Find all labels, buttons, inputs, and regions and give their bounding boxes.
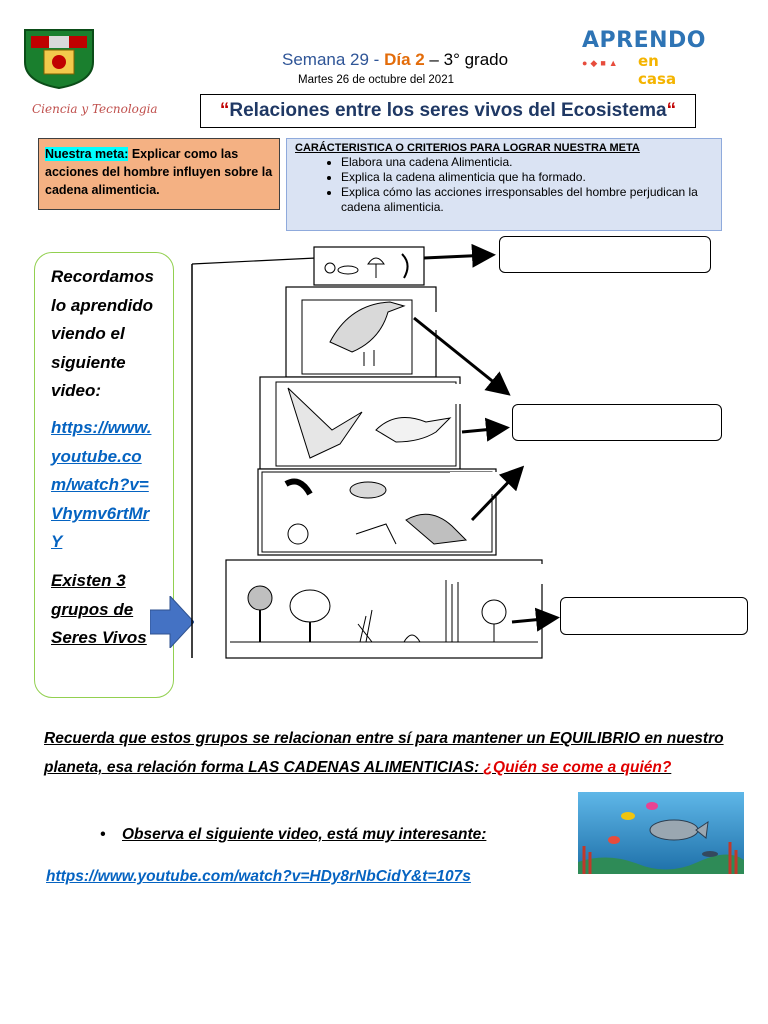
decomposers-strip xyxy=(314,247,424,285)
goal-label: Nuestra meta: xyxy=(45,147,128,161)
answer-box-decomposers[interactable] xyxy=(499,236,711,273)
day-label: Día 2 xyxy=(384,50,425,69)
criteria-item: Explica la cadena alimenticia que ha for… xyxy=(341,170,713,185)
criteria-item: Elabora una cadena Alimenticia. xyxy=(341,155,713,170)
criteria-item: Explica cómo las acciones irresponsables… xyxy=(341,185,713,215)
grade-label: 3° grado xyxy=(444,50,508,69)
food-pyramid-diagram xyxy=(190,244,550,660)
observe-line: •Observa el siguiente video, está muy in… xyxy=(100,826,486,844)
logo-dots-icon: ●◆■▲ xyxy=(582,58,621,69)
date-text: Martes 26 de octubre del 2021 xyxy=(298,74,454,86)
subject-label: Ciencia y Tecnologia xyxy=(32,102,158,116)
tertiary-consumer-level xyxy=(286,287,436,377)
groups-text: Existen 3 grupos de Seres Vivos xyxy=(51,567,155,653)
page-title: “Relaciones entre los seres vivos del Ec… xyxy=(200,94,696,128)
video-link-2[interactable]: https://www.youtube.com/watch?v=HDy8rNbC… xyxy=(46,868,471,886)
week-day-grade: Semana 29 - Día 2 – 3° grado xyxy=(282,50,508,70)
observe-text: Observa el siguiente video, está muy int… xyxy=(122,826,486,843)
aprendo-en-casa-logo: APRENDO ●◆■▲ en casa xyxy=(578,28,700,74)
reminder-paragraph: Recuerda que estos grupos se relacionan … xyxy=(44,724,734,782)
answer-box-consumers[interactable] xyxy=(512,404,722,441)
week-label: Semana 29 xyxy=(282,50,369,69)
criteria-box: CARÁCTERISTICA O CRITERIOS PARA LOGRAR N… xyxy=(286,138,722,231)
ocean-food-chain-image xyxy=(578,792,744,874)
blue-arrow-icon xyxy=(150,596,194,648)
reminder-intro: Recordamos lo aprendido viendo el siguie… xyxy=(51,263,173,406)
criteria-list: Elabora una cadena Alimenticia. Explica … xyxy=(295,155,713,215)
goal-box: Nuestra meta: Explicar como las acciones… xyxy=(38,138,280,210)
bullet: • xyxy=(100,826,122,844)
answer-box-producers[interactable] xyxy=(560,597,748,635)
video-link-1[interactable]: https://www.youtube.com/watch?v=Vhymv6rt… xyxy=(51,414,155,557)
school-logo-icon xyxy=(22,26,96,90)
criteria-title: CARÁCTERISTICA O CRITERIOS PARA LOGRAR N… xyxy=(295,142,713,154)
key-question: ¿Quién se come a quién? xyxy=(484,759,672,776)
